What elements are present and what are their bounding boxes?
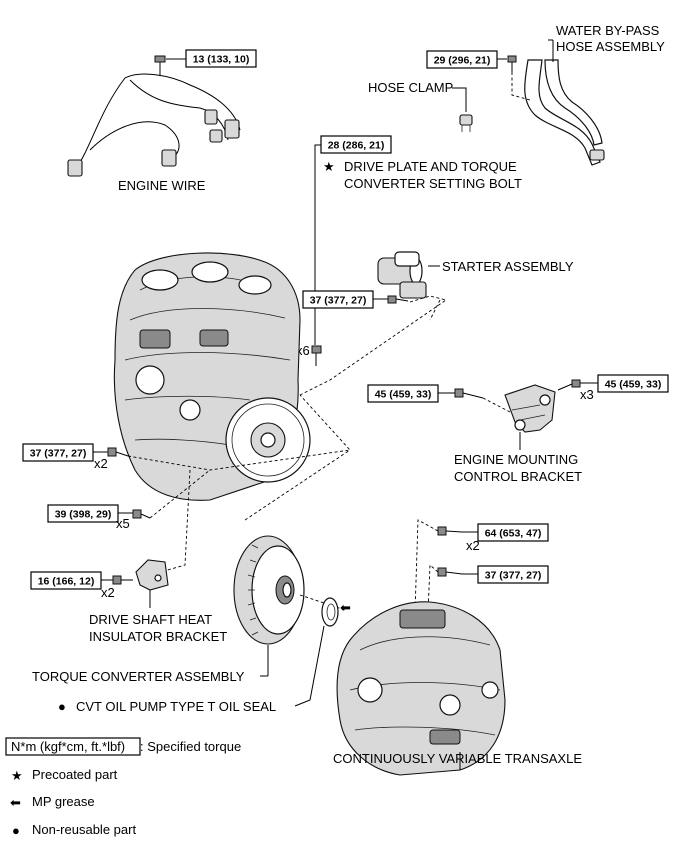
legend-bullet-icon: ● [12, 823, 20, 838]
heat-insulator-bracket-illustration [135, 559, 169, 591]
torque-box-engine-left: 37 (377, 27) [22, 443, 94, 462]
torque-value: 45 (459, 33) [605, 379, 662, 391]
label-drive-plate-2: CONVERTER SETTING BOLT [344, 176, 522, 191]
legend: N*m (kgf*cm, ft.*lbf) : Specified torque… [5, 737, 241, 838]
label-oil-seal: CVT OIL PUMP TYPE T OIL SEAL [76, 699, 276, 714]
label-hose-clamp: HOSE CLAMP [368, 80, 453, 95]
torque-value: 13 (133, 10) [193, 54, 250, 66]
legend-precoated: Precoated part [32, 767, 118, 782]
transaxle-bolt-lower [437, 567, 463, 577]
torque-value: 37 (377, 27) [310, 295, 367, 307]
label-drive-plate-1: DRIVE PLATE AND TORQUE [344, 159, 517, 174]
multiplier-x2-insulator: x2 [101, 585, 115, 600]
drive-plate-bolt [311, 345, 322, 366]
label-torque-converter: TORQUE CONVERTER ASSEMBLY [32, 669, 245, 684]
torque-box-insulator: 16 (166, 12) [30, 571, 102, 590]
legend-arrow-icon: ⬅ [10, 795, 21, 810]
bullet-icon: ● [58, 699, 66, 714]
label-starter: STARTER ASSEMBLY [442, 259, 574, 274]
torque-value: 45 (459, 33) [375, 389, 432, 401]
legend-torque-desc: : Specified torque [140, 739, 241, 754]
torque-value: 37 (377, 27) [485, 570, 542, 582]
torque-value: 39 (398, 29) [55, 509, 112, 521]
legend-torque-units: N*m (kgf*cm, ft.*lbf) [11, 739, 125, 754]
multiplier-x2-transaxle: x2 [466, 538, 480, 553]
legend-non-reusable: Non-reusable part [32, 822, 136, 837]
transaxle-illustration [336, 601, 506, 776]
star-icon: ★ [323, 159, 335, 174]
torque-box-mount-right: 45 (459, 33) [597, 374, 669, 393]
torque-box-starter: 37 (377, 27) [302, 290, 374, 309]
legend-mp-grease: MP grease [32, 794, 95, 809]
torque-box-mount-left: 45 (459, 33) [367, 384, 439, 403]
label-water-bypass-2: HOSE ASSEMBLY [556, 39, 665, 54]
engine-left-bolt [107, 447, 129, 457]
insulator-bolt [112, 575, 133, 585]
label-heat-insulator-2: INSULATOR BRACKET [89, 629, 227, 644]
torque-value: 64 (653, 47) [485, 528, 542, 540]
engine-illustration [113, 252, 311, 501]
starter-illustration [377, 251, 427, 299]
water-bypass-bolt [507, 55, 517, 72]
label-transaxle: CONTINUOUSLY VARIABLE TRANSAXLE [333, 751, 582, 766]
torque-value: 28 (286, 21) [328, 140, 385, 152]
torque-value: 16 (166, 12) [38, 576, 95, 588]
mount-right-bolt [557, 379, 581, 391]
torque-converter-illustration [233, 535, 305, 645]
label-heat-insulator-1: DRIVE SHAFT HEAT [89, 612, 212, 627]
label-engine-mount-1: ENGINE MOUNTING [454, 452, 578, 467]
legend-star-icon: ★ [11, 768, 23, 783]
hose-clamp-illustration [459, 114, 473, 132]
mount-left-bolt [454, 388, 484, 399]
multiplier-x2-engine: x2 [94, 456, 108, 471]
label-water-bypass-1: WATER BY-PASS [556, 23, 660, 38]
label-engine-wire: ENGINE WIRE [118, 178, 206, 193]
torque-box-transaxle-lower: 37 (377, 27) [477, 565, 549, 584]
label-engine-mount-2: CONTROL BRACKET [454, 469, 582, 484]
engine-lower-bolt [132, 509, 151, 519]
engine-wire-illustration [67, 73, 241, 177]
torque-box-drive-plate: 28 (286, 21) [320, 135, 392, 154]
multiplier-x5: x5 [116, 516, 130, 531]
engine-mount-bracket-illustration [504, 384, 556, 433]
arrow-left-icon: ⬅ [340, 600, 351, 615]
transaxle-bolt-upper [437, 526, 463, 536]
torque-box-engine-wire: 13 (133, 10) [185, 49, 257, 68]
starter-bolt [387, 295, 409, 304]
torque-box-water-bypass: 29 (296, 21) [426, 50, 498, 69]
torque-value: 37 (377, 27) [30, 448, 87, 460]
oil-seal-illustration [321, 597, 339, 627]
multiplier-x3: x3 [580, 387, 594, 402]
torque-box-transaxle-upper: 64 (653, 47) [477, 523, 549, 542]
torque-box-engine-lower: 39 (398, 29) [47, 504, 119, 523]
water-bypass-hose-illustration [524, 59, 605, 166]
legend-torque-box [5, 737, 141, 756]
torque-value: 29 (296, 21) [434, 55, 491, 67]
engine-wire-bolt [154, 55, 166, 76]
